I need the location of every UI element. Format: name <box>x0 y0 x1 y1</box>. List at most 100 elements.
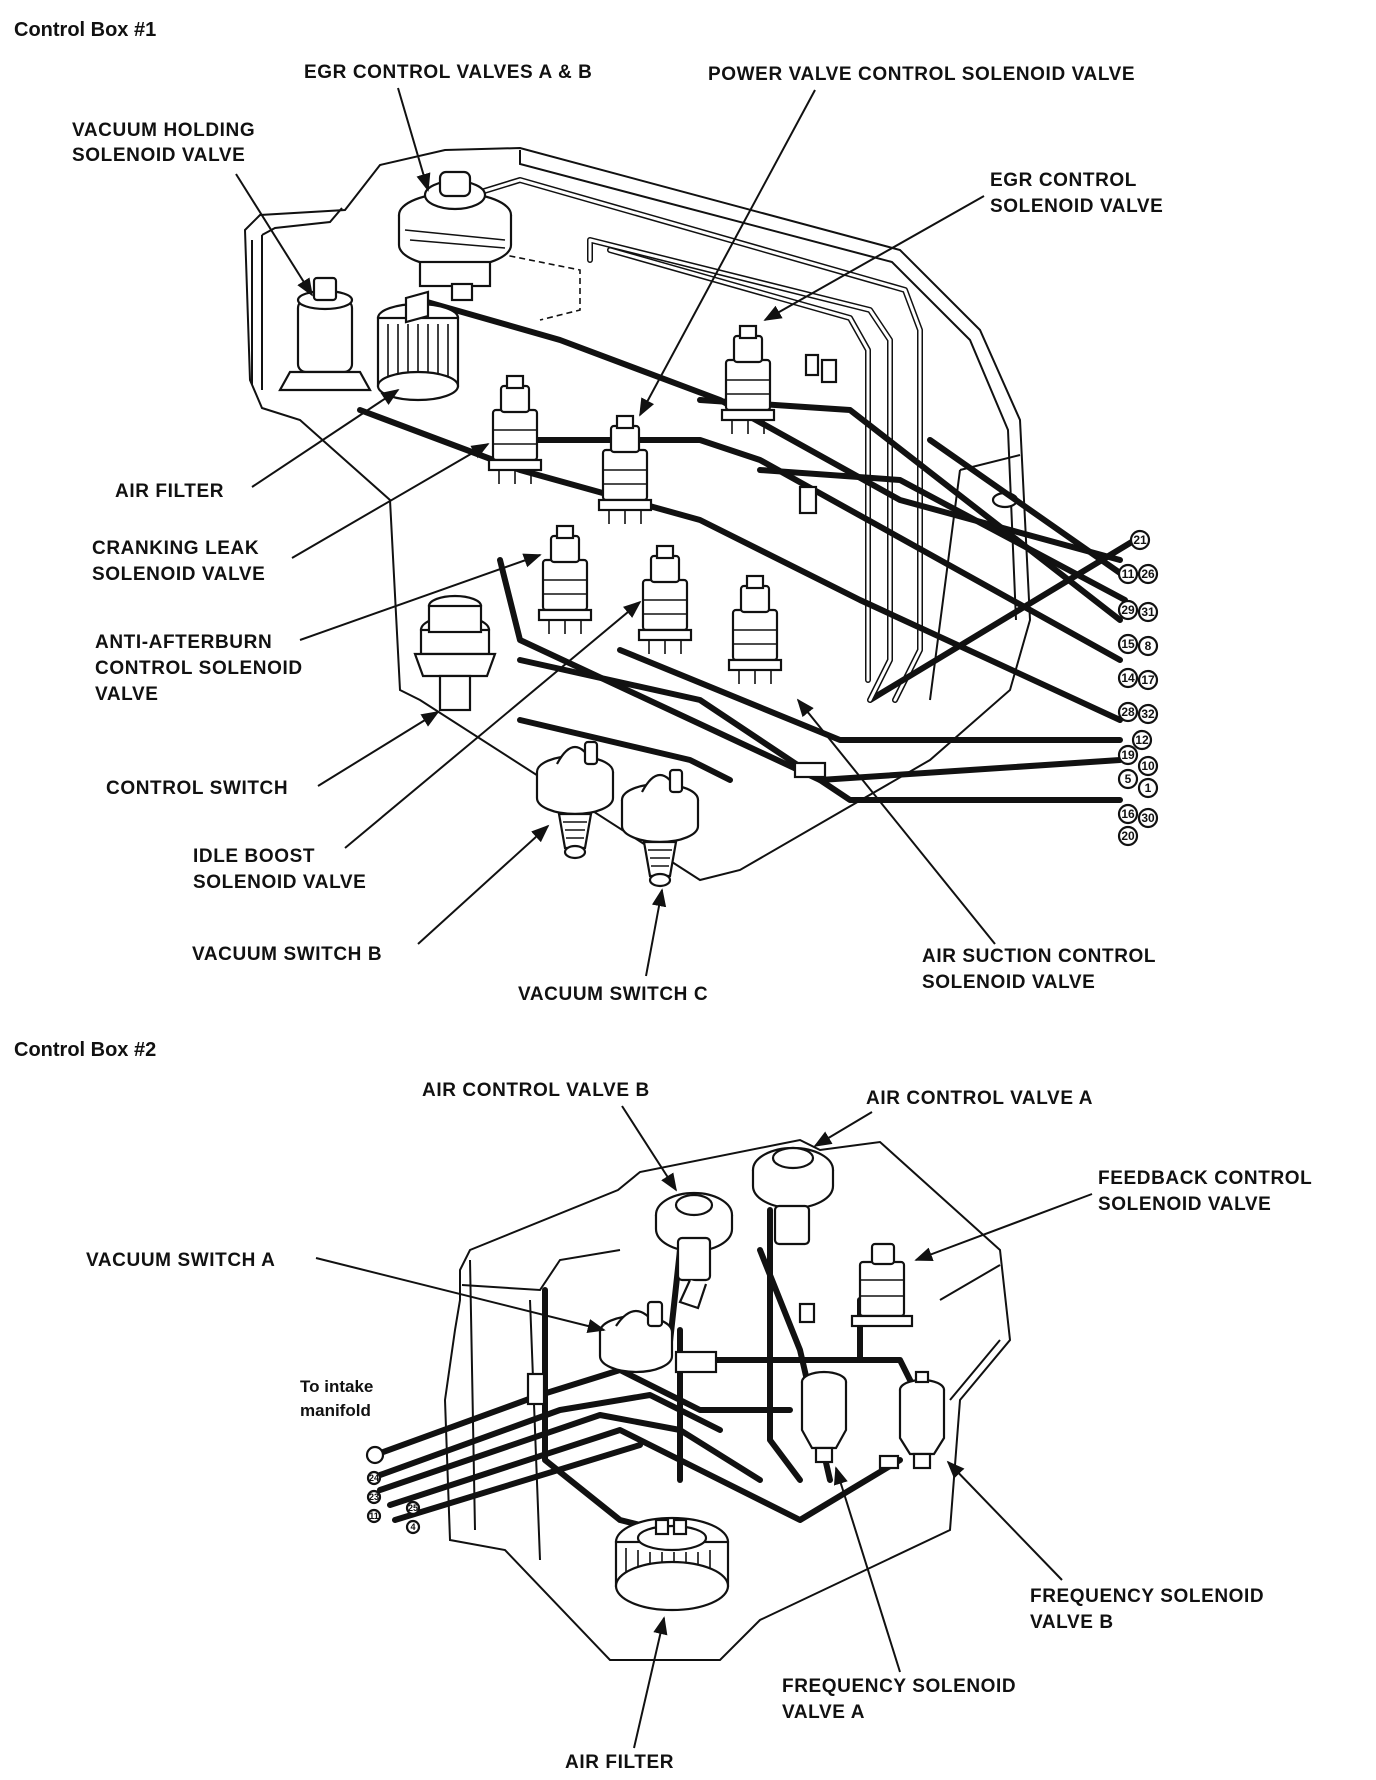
air-control-valve-b-icon <box>654 1191 734 1310</box>
label-feedback-control-2: SOLENOID VALVE <box>1098 1194 1271 1215</box>
box2-ports: 24 23 11 25 4 <box>365 1445 421 1535</box>
svg-text:24: 24 <box>369 1473 379 1483</box>
svg-text:31: 31 <box>1141 605 1155 619</box>
frequency-solenoid-valve-b-icon <box>898 1370 946 1470</box>
port-10: 10 <box>1137 755 1159 777</box>
label-power-valve-control: POWER VALVE CONTROL SOLENOID VALVE <box>708 64 1135 85</box>
vacuum-holding-solenoid-valve-icon <box>278 276 372 392</box>
port-32: 32 <box>1137 703 1159 725</box>
port-8: 8 <box>1137 635 1159 657</box>
label-frequency-a-1: FREQUENCY SOLENOID <box>782 1676 1016 1697</box>
frequency-solenoid-valve-a-icon <box>800 1370 848 1464</box>
label-frequency-b-2: VALVE B <box>1030 1612 1114 1633</box>
svg-text:25: 25 <box>408 1503 418 1513</box>
anti-afterburn-solenoid-valve-icon <box>537 524 593 636</box>
svg-text:28: 28 <box>1121 705 1135 719</box>
egr-control-solenoid-valve-icon <box>720 324 776 436</box>
port-12: 12 <box>1131 729 1153 751</box>
vacuum-switch-b-icon <box>535 740 615 860</box>
label-anti-afterburn-1: ANTI-AFTERBURN <box>95 632 272 653</box>
svg-text:11: 11 <box>1122 567 1135 581</box>
cranking-leak-solenoid-valve-icon <box>487 374 543 486</box>
svg-text:32: 32 <box>1141 707 1155 721</box>
svg-text:14: 14 <box>1121 671 1135 685</box>
label-egr-control-valves: EGR CONTROL VALVES A & B <box>304 62 593 83</box>
port-25: 25 <box>405 1500 421 1516</box>
air-filter-icon <box>376 290 460 402</box>
box2-housing <box>443 1138 1012 1661</box>
label-frequency-b-1: FREQUENCY SOLENOID <box>1030 1586 1264 1607</box>
svg-text:10: 10 <box>1141 759 1155 773</box>
port-14: 14 <box>1117 667 1139 689</box>
port-intake <box>365 1445 385 1465</box>
idle-boost-solenoid-valve-icon <box>637 544 693 656</box>
label-air-control-valve-a: AIR CONTROL VALVE A <box>866 1088 1093 1109</box>
port-17: 17 <box>1137 669 1159 691</box>
port-26: 26 <box>1137 563 1159 585</box>
box1-ports-far: 26 31 8 17 32 12 10 1 30 <box>1131 563 1159 829</box>
small-fittings <box>793 353 838 779</box>
svg-text:1: 1 <box>1145 781 1152 795</box>
port-21: 21 <box>1129 529 1151 551</box>
label-control-switch: CONTROL SWITCH <box>106 778 288 799</box>
svg-text:11: 11 <box>369 1511 379 1521</box>
label-vacuum-holding-2: SOLENOID VALVE <box>72 145 245 166</box>
label-cranking-leak-2: SOLENOID VALVE <box>92 564 265 585</box>
port-23: 23 <box>366 1489 382 1505</box>
label-air-filter-1: AIR FILTER <box>115 481 224 502</box>
feedback-control-solenoid-valve-icon <box>850 1242 914 1328</box>
svg-text:30: 30 <box>1141 811 1155 825</box>
power-valve-control-solenoid-valve-icon <box>597 414 653 526</box>
port-15: 15 <box>1117 633 1139 655</box>
svg-text:21: 21 <box>1133 533 1147 547</box>
label-vacuum-switch-b: VACUUM SWITCH B <box>192 944 382 965</box>
port-11: 11 <box>1117 563 1139 585</box>
port-20: 20 <box>1117 825 1139 847</box>
port-29: 29 <box>1117 599 1139 621</box>
label-anti-afterburn-2: CONTROL SOLENOID <box>95 658 303 679</box>
svg-text:8: 8 <box>1145 639 1152 653</box>
svg-text:19: 19 <box>1121 748 1135 762</box>
label-idle-boost-2: SOLENOID VALVE <box>193 872 366 893</box>
svg-text:15: 15 <box>1121 637 1135 651</box>
label-to-intake-1: To intake <box>300 1377 373 1396</box>
label-vacuum-switch-c: VACUUM SWITCH C <box>518 984 708 1005</box>
box2-title: Control Box #2 <box>14 1039 156 1061</box>
label-to-intake-2: manifold <box>300 1401 371 1420</box>
port-5: 5 <box>1117 768 1139 790</box>
port-19: 19 <box>1117 744 1139 766</box>
port-28: 28 <box>1117 701 1139 723</box>
box1-title: Control Box #1 <box>14 19 156 41</box>
port-1: 1 <box>1137 777 1159 799</box>
air-control-valve-a-icon <box>751 1146 835 1246</box>
control-switch-icon <box>413 594 497 712</box>
svg-text:16: 16 <box>1121 807 1135 821</box>
egr-control-valves-icon <box>397 170 513 302</box>
svg-text:4: 4 <box>410 1522 415 1532</box>
vacuum-switch-c-icon <box>620 768 700 888</box>
label-idle-boost-1: IDLE BOOST <box>193 846 315 867</box>
vacuum-switch-a-icon <box>598 1300 674 1374</box>
svg-text:20: 20 <box>1121 829 1135 843</box>
box2-fittings <box>526 1302 900 1470</box>
port-16: 16 <box>1117 803 1139 825</box>
label-vacuum-holding-1: VACUUM HOLDING <box>72 120 255 141</box>
port-11b: 11 <box>366 1508 382 1524</box>
air-filter-box2-icon <box>614 1516 730 1612</box>
port-30: 30 <box>1137 807 1159 829</box>
label-air-filter-2: AIR FILTER <box>565 1752 674 1773</box>
svg-text:17: 17 <box>1141 673 1155 687</box>
svg-text:26: 26 <box>1141 567 1155 581</box>
air-suction-control-solenoid-valve-icon <box>727 574 783 686</box>
label-vacuum-switch-a: VACUUM SWITCH A <box>86 1250 275 1271</box>
svg-text:12: 12 <box>1135 733 1149 747</box>
port-24: 24 <box>366 1470 382 1486</box>
port-4: 4 <box>405 1519 421 1535</box>
label-egr-control-solenoid-2: SOLENOID VALVE <box>990 196 1163 217</box>
label-cranking-leak-1: CRANKING LEAK <box>92 538 259 559</box>
label-air-suction-2: SOLENOID VALVE <box>922 972 1095 993</box>
label-air-control-valve-b: AIR CONTROL VALVE B <box>422 1080 650 1101</box>
label-air-suction-1: AIR SUCTION CONTROL <box>922 946 1156 967</box>
label-frequency-a-2: VALVE A <box>782 1702 865 1723</box>
